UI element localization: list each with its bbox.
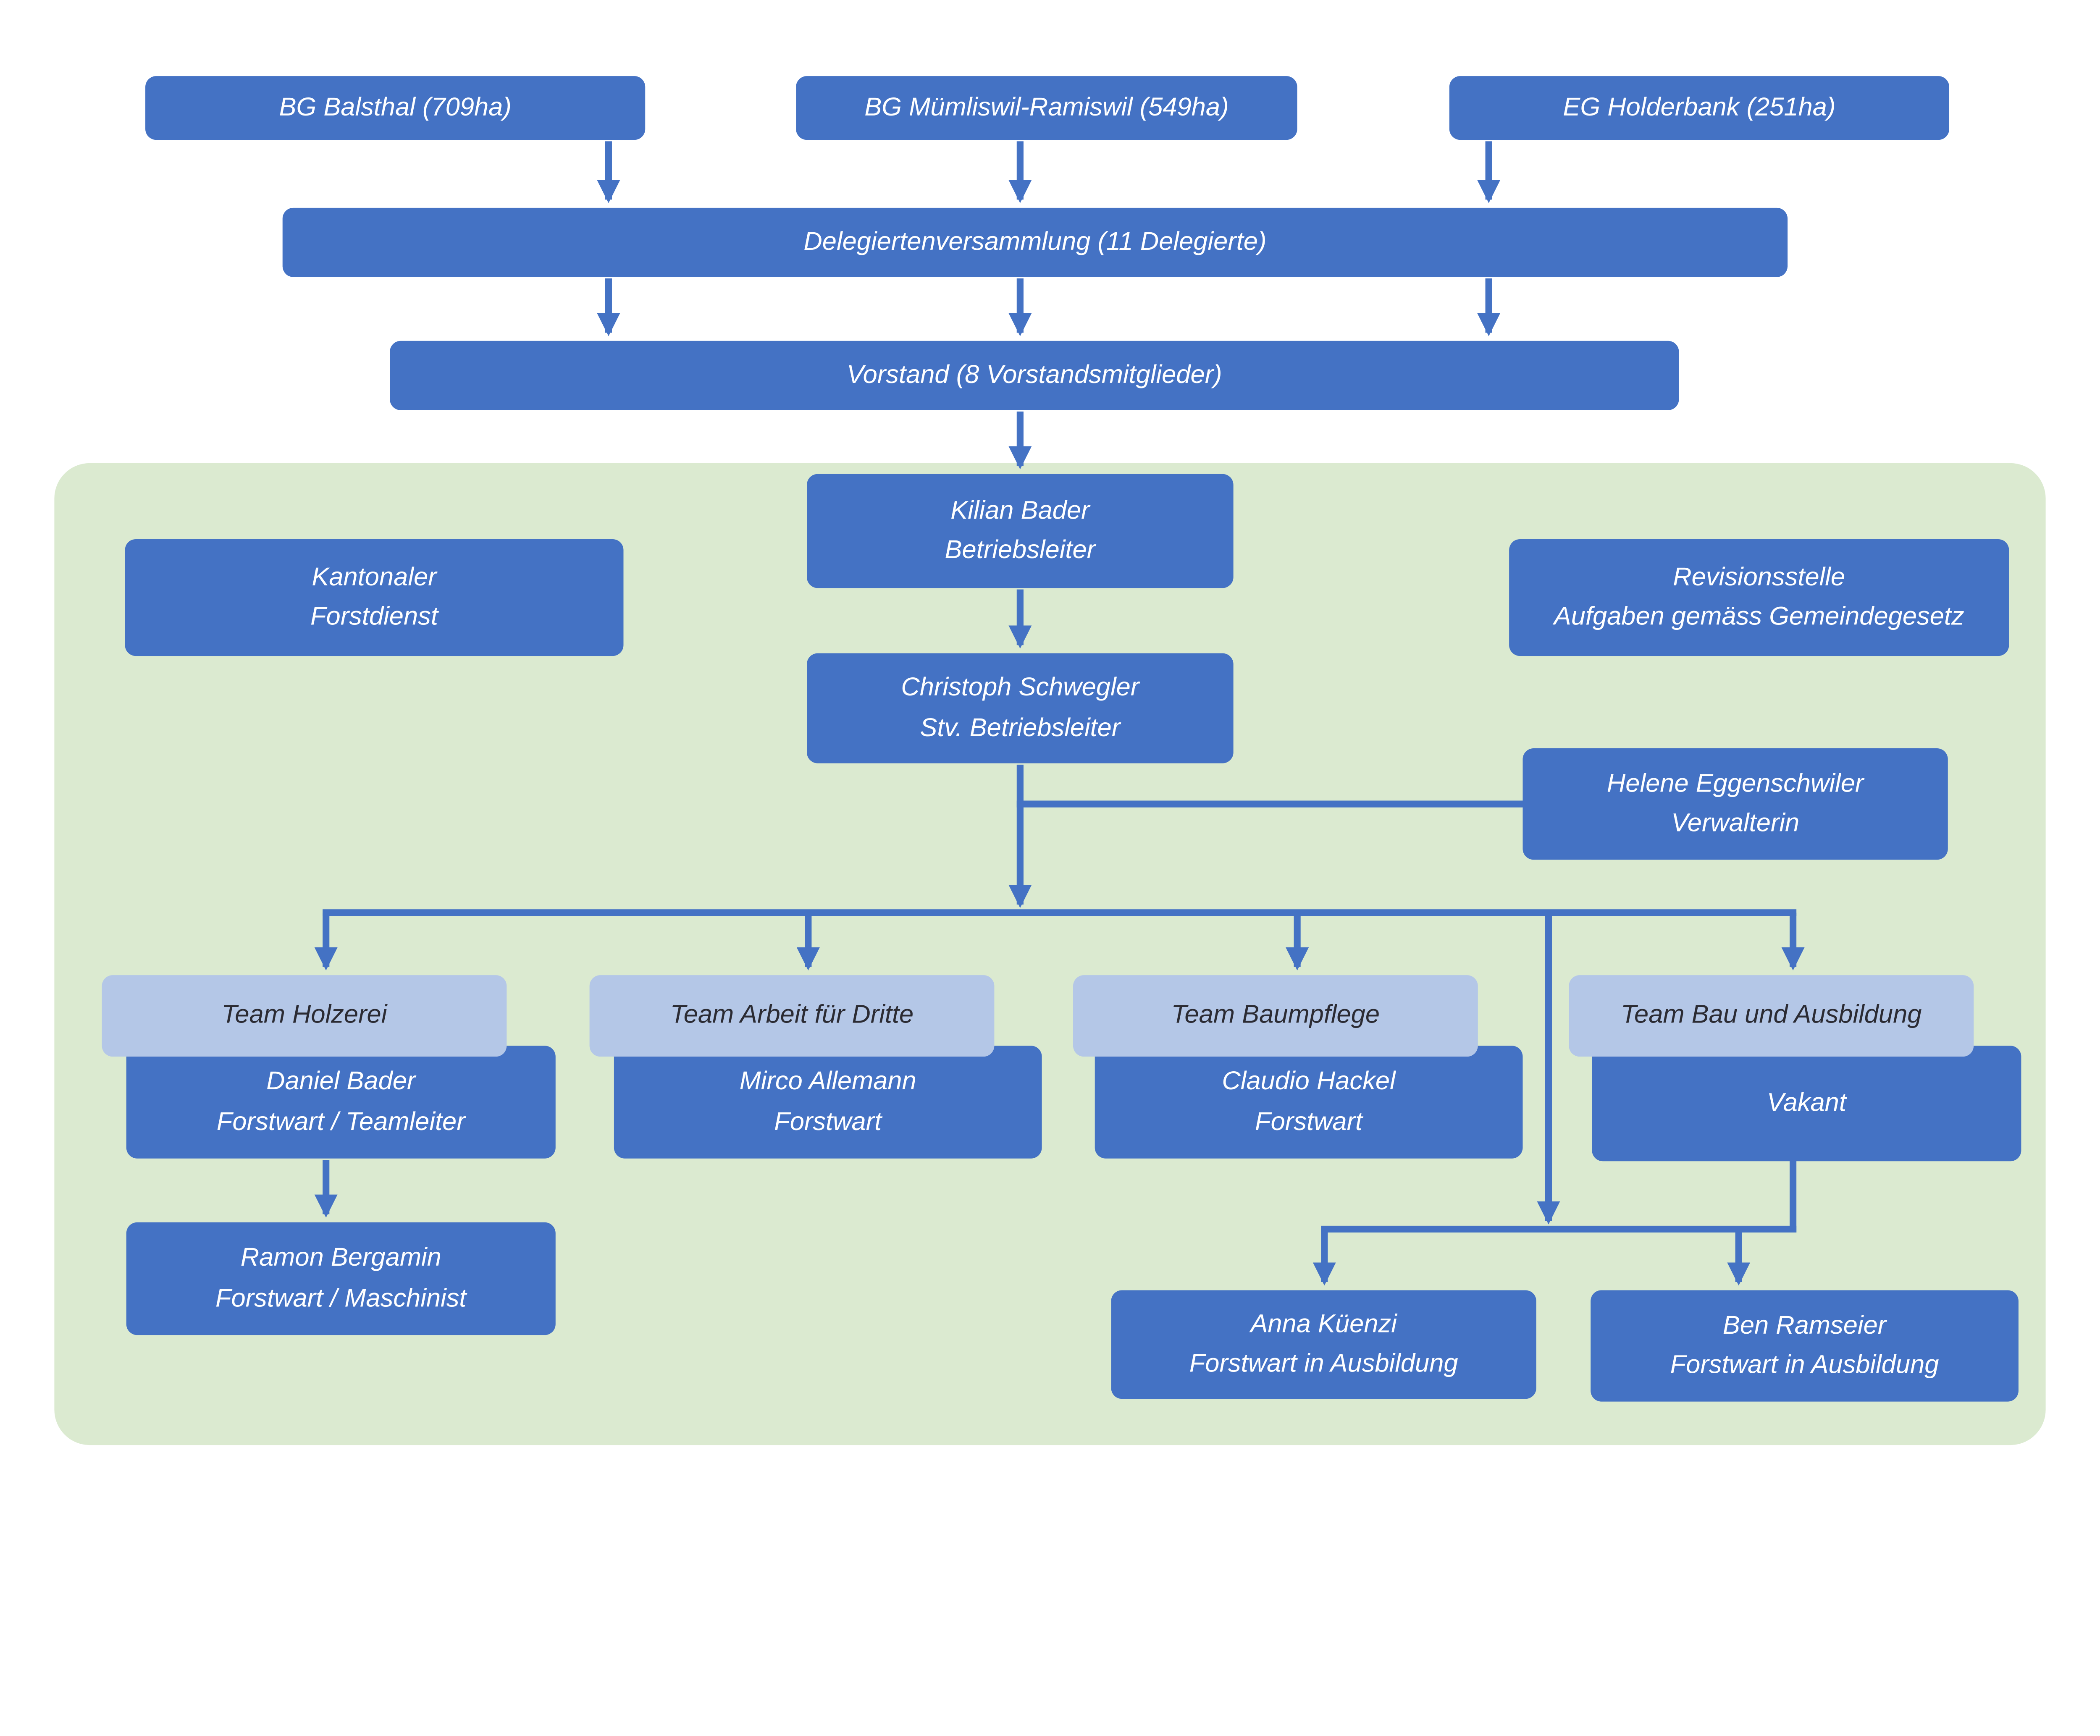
org-box-kantonaler-forstdienst: Kantonaler Forstdienst bbox=[125, 539, 624, 656]
team-title: Team Baumpflege bbox=[1171, 1001, 1380, 1030]
person-name: Daniel Bader bbox=[266, 1067, 416, 1096]
team-title: Team Holzerei bbox=[221, 1001, 387, 1030]
org-box-betriebsleiter: Kilian Bader Betriebsleiter bbox=[807, 474, 1234, 588]
org-box-label: Delegiertenversammlung (11 Delegierte) bbox=[803, 228, 1267, 257]
person-role: Forstwart / Maschinist bbox=[215, 1284, 467, 1313]
person-role: Betriebsleiter bbox=[945, 536, 1096, 565]
person-role: Forstwart / Teamleiter bbox=[216, 1107, 465, 1136]
org-box-line1: Kantonaler bbox=[312, 563, 437, 592]
person-name: Claudio Hackel bbox=[1222, 1067, 1396, 1096]
team-arbeit-fuer-dritte-member: Mirco Allemann Forstwart bbox=[614, 1046, 1042, 1159]
org-box-verwalterin: Helene Eggenschwiler Verwalterin bbox=[1522, 748, 1948, 860]
person-role: Forstwart in Ausbildung bbox=[1189, 1350, 1458, 1379]
org-box-line2: Forstdienst bbox=[310, 603, 438, 632]
org-box-bg-muemliswil-ramiswil: BG Mümliswil-Ramiswil (549ha) bbox=[796, 76, 1297, 140]
person-name: Ben Ramseier bbox=[1722, 1311, 1887, 1340]
person-role: Verwalterin bbox=[1671, 809, 1800, 838]
person-name: Kilian Bader bbox=[950, 496, 1090, 525]
connector-group bbox=[314, 141, 1805, 1286]
apprentice-box-ben-ramseier: Ben Ramseier Forstwart in Ausbildung bbox=[1591, 1290, 2019, 1402]
org-box-vorstand: Vorstand (8 Vorstandsmitglieder) bbox=[390, 341, 1679, 410]
person-name: Christoph Schwegler bbox=[901, 674, 1139, 703]
team-bau-und-ausbildung-member: Vakant bbox=[1592, 1046, 2021, 1162]
team-holzerei-header: Team Holzerei bbox=[102, 975, 507, 1057]
person-name: Mirco Allemann bbox=[739, 1067, 916, 1096]
org-box-stv-betriebsleiter: Christoph Schwegler Stv. Betriebsleiter bbox=[807, 653, 1234, 763]
org-box-line1: Revisionsstelle bbox=[1673, 563, 1845, 592]
org-chart-canvas: BG Balsthal (709ha) BG Mümliswil-Ramiswi… bbox=[54, 76, 2046, 1445]
person-role: Stv. Betriebsleiter bbox=[920, 713, 1121, 742]
person-role: Forstwart bbox=[774, 1107, 882, 1136]
org-box-label: BG Mümliswil-Ramiswil (549ha) bbox=[864, 93, 1229, 122]
team-baumpflege-header: Team Baumpflege bbox=[1073, 975, 1478, 1057]
team-baumpflege-member: Claudio Hackel Forstwart bbox=[1095, 1046, 1523, 1159]
team-bau-und-ausbildung-header: Team Bau und Ausbildung bbox=[1569, 975, 1974, 1057]
person-name: Helene Eggenschwiler bbox=[1606, 769, 1864, 798]
org-box-eg-holderbank: EG Holderbank (251ha) bbox=[1449, 76, 1950, 140]
team-title: Team Bau und Ausbildung bbox=[1621, 1001, 1922, 1030]
connector-lines bbox=[314, 141, 1805, 1286]
team-holzerei-member: Ramon Bergamin Forstwart / Maschinist bbox=[126, 1222, 556, 1335]
team-holzerei-lead: Daniel Bader Forstwart / Teamleiter bbox=[126, 1046, 556, 1159]
team-title: Team Arbeit für Dritte bbox=[670, 1001, 914, 1030]
org-box-delegiertenversammlung: Delegiertenversammlung (11 Delegierte) bbox=[282, 207, 1788, 277]
person-name: Anna Küenzi bbox=[1250, 1310, 1397, 1339]
person-name: Ramon Bergamin bbox=[240, 1244, 441, 1273]
org-box-label: EG Holderbank (251ha) bbox=[1563, 93, 1836, 122]
person-role: Forstwart in Ausbildung bbox=[1670, 1351, 1939, 1380]
person-name: Vakant bbox=[1767, 1089, 1846, 1117]
team-arbeit-fuer-dritte-header: Team Arbeit für Dritte bbox=[589, 975, 995, 1057]
org-box-line2: Aufgaben gemäss Gemeindegesetz bbox=[1554, 603, 1964, 632]
org-box-bg-balsthal: BG Balsthal (709ha) bbox=[145, 76, 646, 140]
org-box-label: Vorstand (8 Vorstandsmitglieder) bbox=[846, 361, 1222, 390]
org-box-revisionsstelle: Revisionsstelle Aufgaben gemäss Gemeinde… bbox=[1509, 539, 2009, 656]
org-box-label: BG Balsthal (709ha) bbox=[279, 93, 512, 122]
person-role: Forstwart bbox=[1255, 1107, 1363, 1136]
apprentice-box-anna-kuenzi: Anna Küenzi Forstwart in Ausbildung bbox=[1111, 1290, 1536, 1399]
